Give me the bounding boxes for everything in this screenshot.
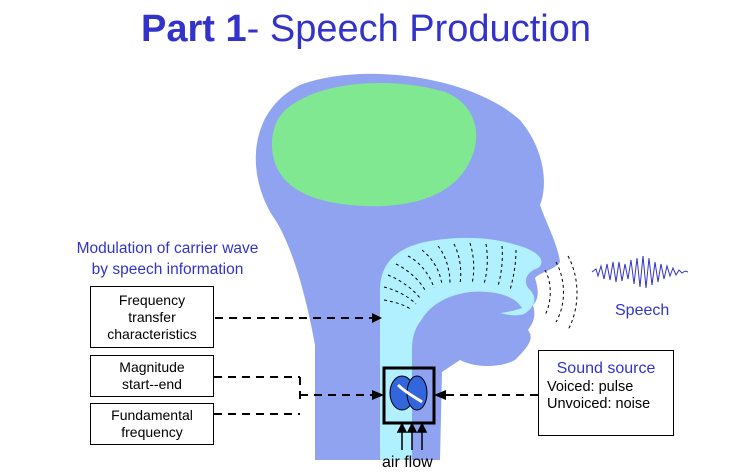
- fundamental-line-1: Fundamental: [111, 407, 193, 423]
- connectors: [214, 317, 538, 415]
- arrow-frequency: [372, 313, 382, 323]
- speech-label: Speech: [615, 302, 670, 319]
- air-flow-arrows: [396, 422, 428, 450]
- larynx-box: [382, 366, 436, 425]
- modulation-label: Modulation of carrier wave by speech inf…: [50, 238, 285, 280]
- frequency-line-3: characteristics: [107, 325, 197, 342]
- frequency-line-2: transfer: [128, 308, 176, 325]
- vocal-tract: [380, 237, 542, 460]
- modulation-line-2: by speech information: [91, 261, 244, 278]
- title-bold: Part 1: [141, 8, 247, 50]
- tract-cross-sections: [383, 242, 517, 311]
- unvoiced-label: Unvoiced: noise: [547, 396, 651, 412]
- modulation-line-1: Modulation of carrier wave: [76, 240, 259, 257]
- magnitude-box: Magnitude start--end: [90, 355, 214, 397]
- arrow-larynx-right: [434, 390, 446, 400]
- sound-waves: [544, 255, 578, 331]
- page-title: Part 1- Speech Production: [0, 8, 732, 51]
- frequency-transfer-box: Frequency transfer characteristics: [90, 286, 214, 348]
- air-flow-label: air flow: [382, 454, 433, 471]
- fundamental-frequency-box: Fundamental frequency: [90, 403, 214, 445]
- speech-waveform: [591, 255, 689, 289]
- voiced-label: Voiced: pulse: [547, 379, 634, 395]
- fundamental-line-2: frequency: [121, 424, 183, 440]
- tongue: [415, 291, 522, 348]
- arrow-larynx-left: [372, 390, 384, 400]
- sound-source-title: Sound source: [556, 360, 656, 377]
- frequency-line-1: Frequency: [118, 291, 186, 308]
- brain: [271, 82, 477, 207]
- glottis-slit: [396, 383, 423, 404]
- magnitude-line-1: Magnitude: [119, 359, 185, 375]
- magnitude-line-2: start--end: [122, 376, 182, 392]
- sound-source-box: Sound source Voiced: pulse Unvoiced: noi…: [538, 350, 674, 436]
- title-rest: - Speech Production: [246, 8, 591, 50]
